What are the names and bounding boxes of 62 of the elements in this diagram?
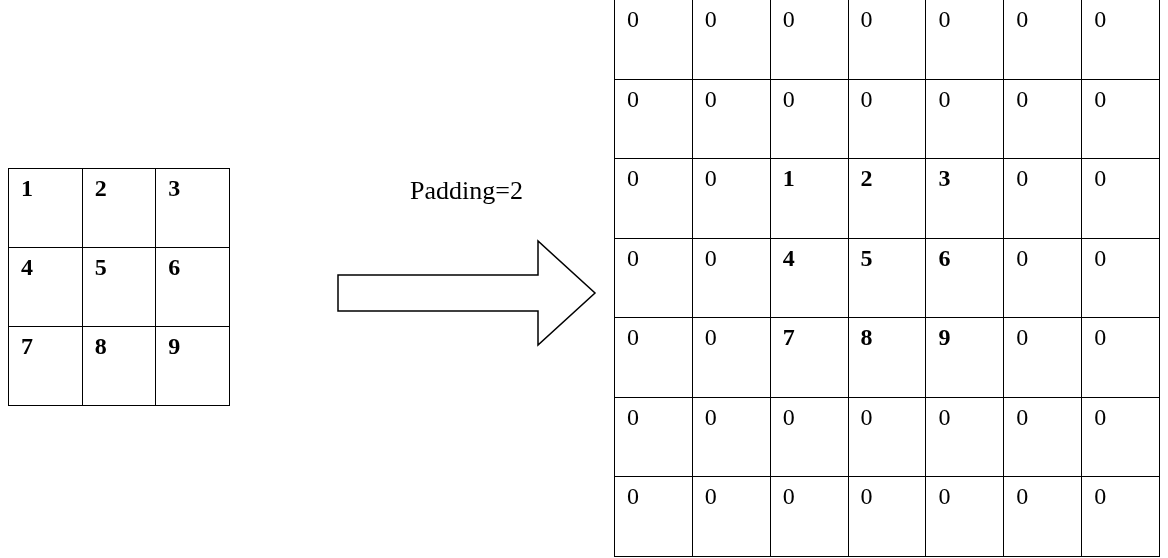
table-cell: 0 [770, 477, 849, 557]
table-cell: 3 [156, 169, 230, 248]
table-cell: 8 [848, 318, 927, 398]
table-cell: 0 [770, 0, 849, 80]
table-cell: 0 [1004, 477, 1083, 557]
table-cell: 0 [770, 79, 849, 160]
table-cell: 1 [9, 169, 83, 248]
table-cell: 0 [926, 0, 1005, 80]
table-cell: 0 [1004, 318, 1083, 398]
table-cell: 0 [1082, 318, 1160, 398]
table-cell: 0 [1082, 79, 1160, 160]
table-cell: 0 [615, 477, 693, 557]
table-cell: 4 [9, 248, 83, 327]
number-grid [614, 0, 1160, 557]
table-cell: 0 [1004, 238, 1083, 319]
number-grid [8, 168, 230, 406]
table-cell: 0 [692, 477, 771, 557]
table-cell: 0 [1004, 397, 1083, 478]
table-cell: 2 [82, 169, 157, 248]
table-cell: 2 [848, 159, 927, 239]
table-cell: 0 [1082, 238, 1160, 319]
table-cell: 1 [770, 159, 849, 239]
table-cell: 0 [926, 477, 1005, 557]
edge-label: Padding=2 [410, 176, 523, 206]
table-cell: 0 [926, 397, 1005, 478]
table-cell: 0 [926, 79, 1005, 160]
table-cell: 0 [692, 0, 771, 80]
table-cell: 4 [770, 238, 849, 319]
table-cell: 6 [926, 238, 1005, 319]
table-cell: 6 [156, 248, 230, 327]
table-cell: 5 [848, 238, 927, 319]
table-cell: 0 [1082, 0, 1160, 80]
table-cell: 0 [692, 318, 771, 398]
table-cell: 0 [848, 397, 927, 478]
table-cell: 0 [692, 397, 771, 478]
table-cell: 0 [692, 79, 771, 160]
table-cell: 0 [1004, 159, 1083, 239]
table-cell: 0 [692, 238, 771, 319]
table-cell: 0 [848, 0, 927, 80]
table-cell: 0 [615, 318, 693, 398]
table-cell: 0 [692, 159, 771, 239]
table-cell: 9 [926, 318, 1005, 398]
table-cell: 0 [848, 477, 927, 557]
table-cell: 5 [82, 248, 157, 327]
table-cell: 9 [156, 327, 230, 406]
table-cell: 0 [770, 397, 849, 478]
table-cell: 8 [82, 327, 157, 406]
table-cell: 0 [615, 159, 693, 239]
table-cell: 0 [615, 79, 693, 160]
table-cell: 7 [9, 327, 83, 406]
block-arrow [337, 239, 597, 347]
table-cell: 0 [1082, 397, 1160, 478]
table-cell: 7 [770, 318, 849, 398]
table-cell: 0 [1004, 79, 1083, 160]
table-cell: 0 [1004, 0, 1083, 80]
table-cell: 0 [1082, 159, 1160, 239]
table-cell: 0 [1082, 477, 1160, 557]
table-cell: 0 [615, 0, 693, 80]
table-cell: 3 [926, 159, 1005, 239]
table-cell: 0 [615, 238, 693, 319]
table-cell: 0 [848, 79, 927, 160]
table-cell: 0 [615, 397, 693, 478]
